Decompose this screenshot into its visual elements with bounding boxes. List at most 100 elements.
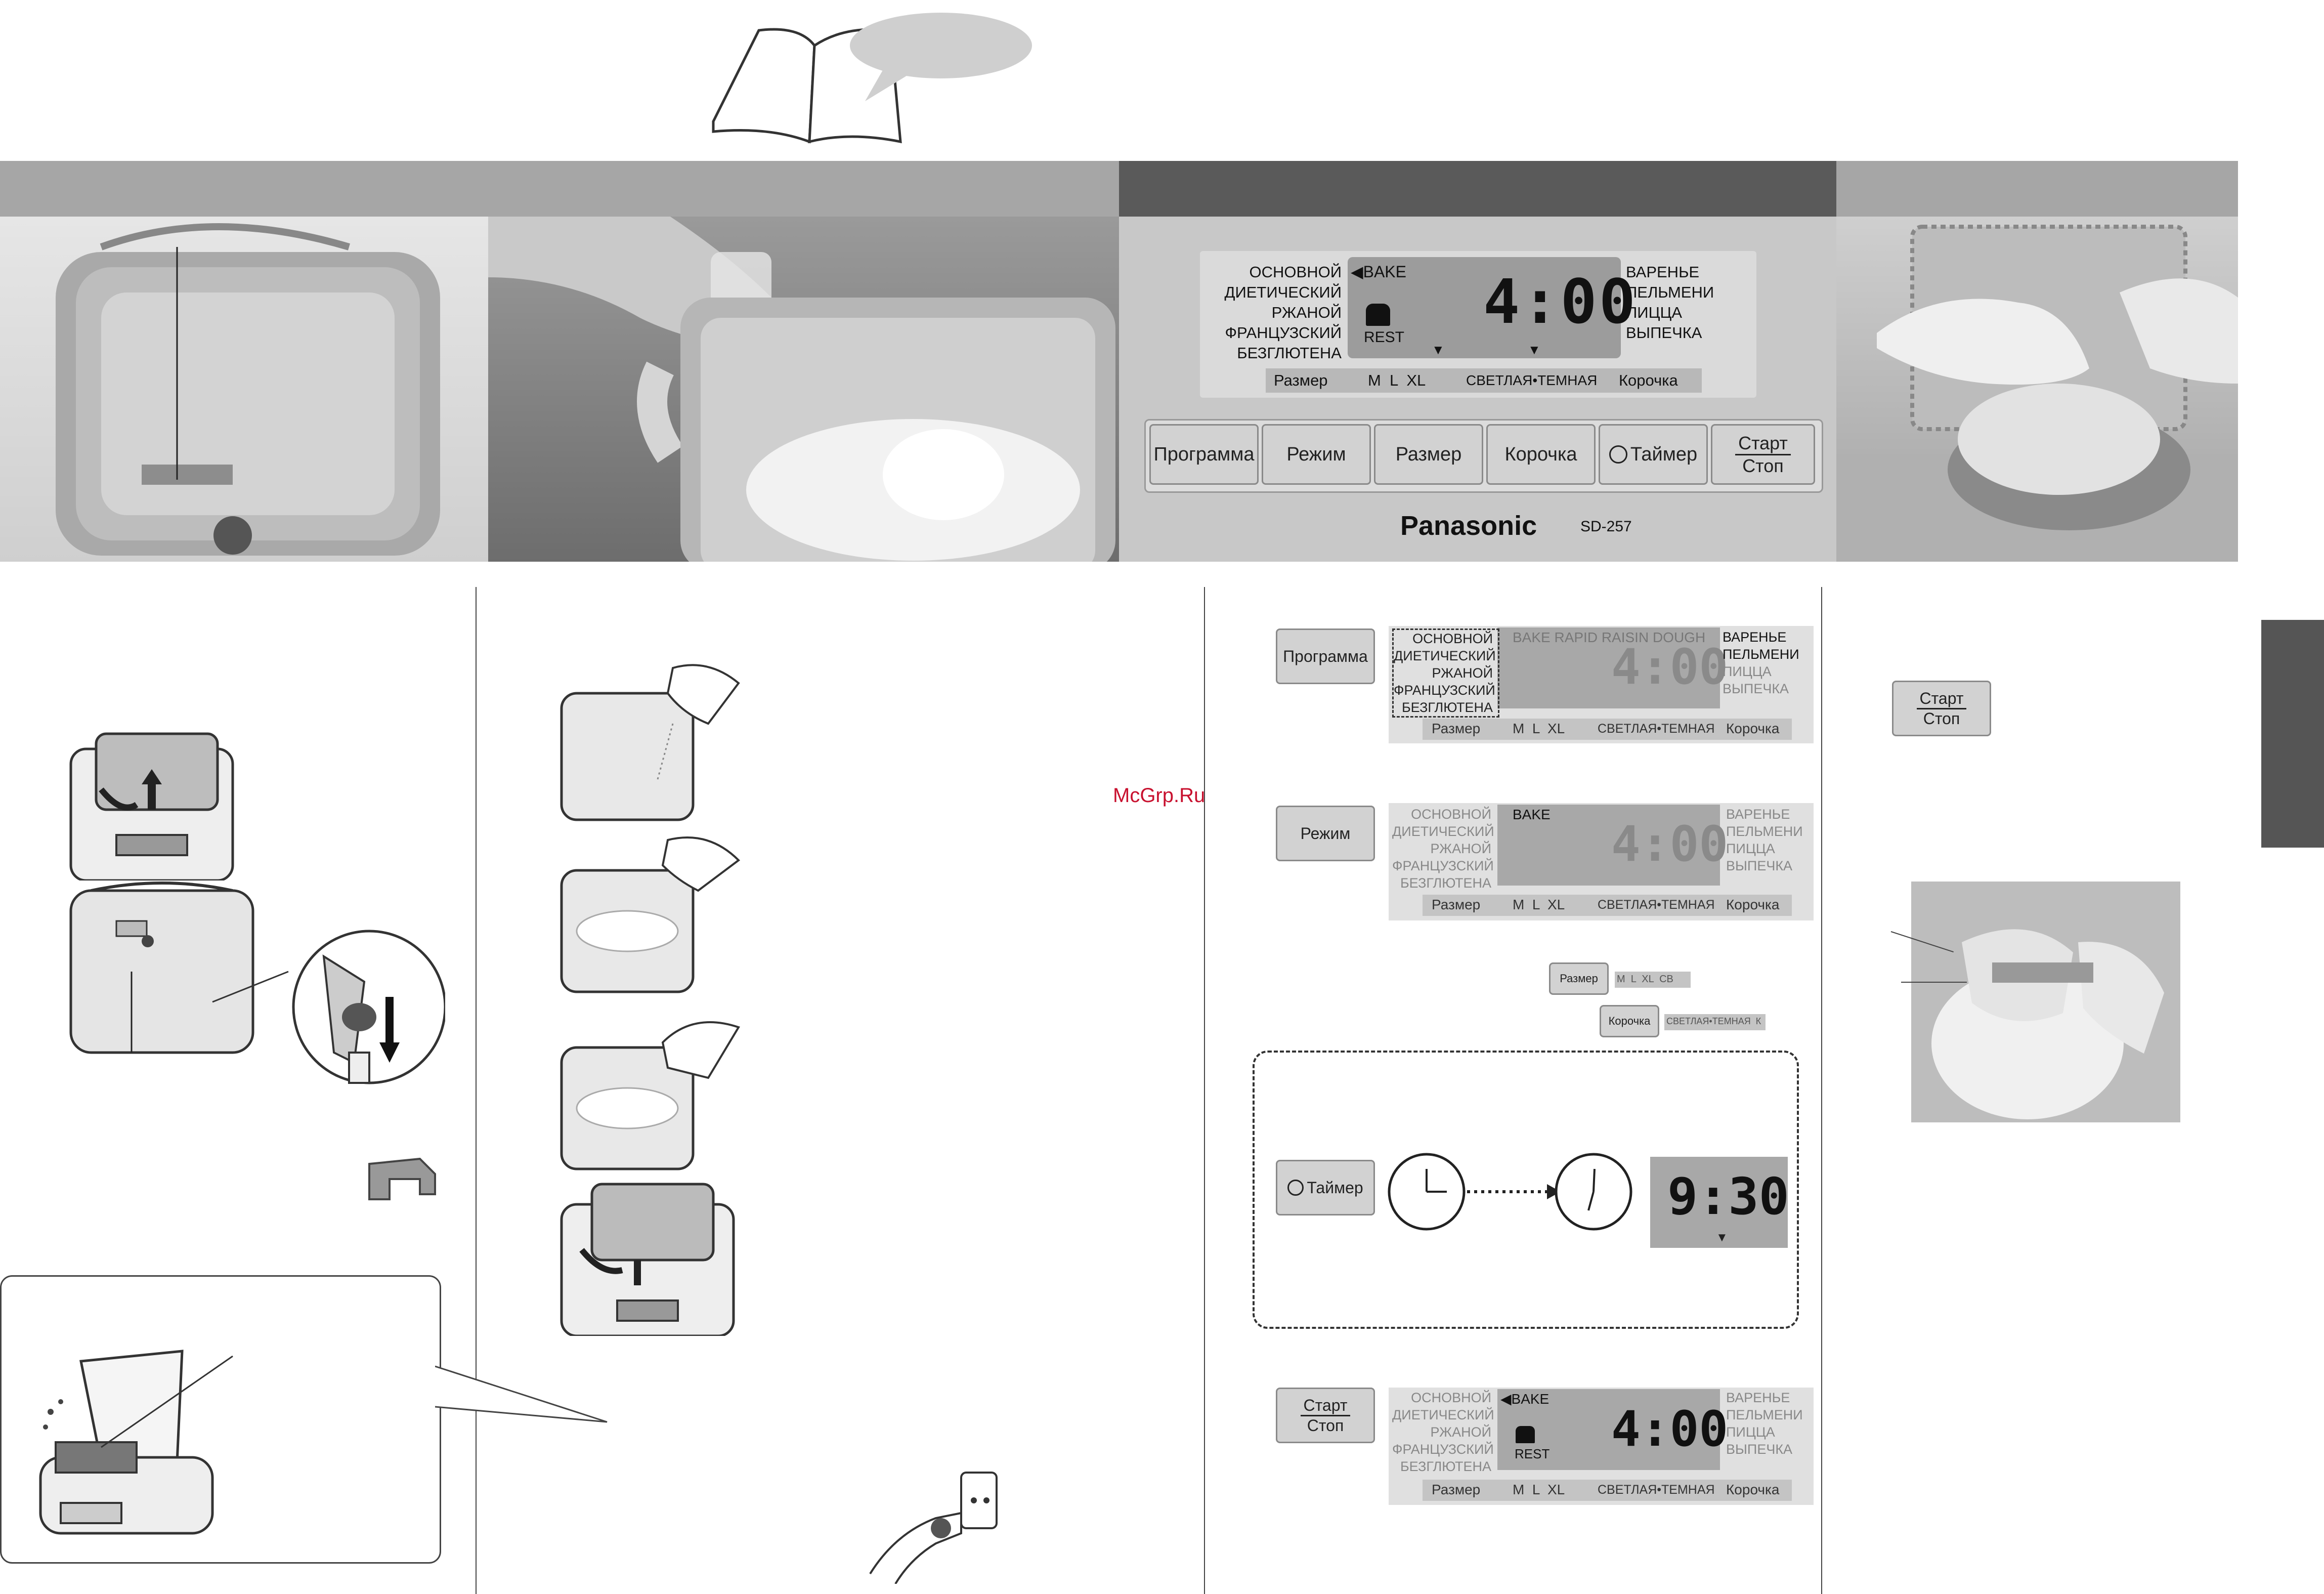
- mini-size-button[interactable]: Размер: [1549, 962, 1609, 995]
- stop-label: Стоп: [1742, 455, 1784, 476]
- lcd-time: 4:00: [1483, 267, 1638, 338]
- step-start-button[interactable]: Старт Стоп: [1276, 1388, 1375, 1443]
- lcd-mode-label: ◀BAKE: [1351, 263, 1406, 281]
- step-mode-bar-sizes: M L XL: [1513, 897, 1565, 912]
- lcd-rest-label: REST: [1364, 329, 1405, 346]
- step-mode-lcd-screen: [1497, 805, 1720, 886]
- step-mode-bar-crust: Корочка: [1726, 897, 1780, 912]
- step-start-bar-crust: Корочка: [1726, 1482, 1780, 1497]
- mini-size-values: M L XL СВ: [1617, 974, 1673, 985]
- step-program-lcd-bar: [1423, 719, 1792, 740]
- section-band-1: [0, 161, 1119, 217]
- step-program-list: ОСНОВНОЙ ДИЕТИЧЕСКИЙ РЖАНОЙ ФРАНЦУЗСКИЙ …: [1392, 628, 1499, 718]
- section-side-tab: [2261, 620, 2324, 848]
- step-program-modes: BAKE RAPID RAISIN DOUGH: [1513, 630, 1706, 645]
- step-start-rest: REST: [1515, 1446, 1550, 1461]
- program-button[interactable]: Программа: [1149, 424, 1259, 485]
- timer-time: 9:30: [1667, 1167, 1789, 1226]
- lcd-crust-label: Корочка: [1619, 371, 1678, 389]
- step-mode-program-list: ОСНОВНОЙ ДИЕТИЧЕСКИЙ РЖАНОЙ ФРАНЦУЗСКИЙ …: [1392, 807, 1494, 891]
- step-start-lcd-bar: [1423, 1480, 1792, 1501]
- callout-box: [0, 1275, 441, 1564]
- col4-start-label: Старт: [1916, 689, 1967, 709]
- bread-icon: [1366, 304, 1390, 326]
- step-start-bar-sizes: M L XL: [1513, 1482, 1565, 1497]
- photo-pouring-water: [488, 217, 1119, 562]
- mini-crust-button[interactable]: Корочка: [1600, 1005, 1659, 1037]
- step-program-button[interactable]: Программа: [1276, 628, 1375, 684]
- watermark: McGrp.Ru: [1113, 784, 1206, 807]
- step-program-bar-size: Размер: [1432, 721, 1481, 736]
- illustration-add-water: [560, 1021, 740, 1170]
- section-band-2: [1119, 161, 1836, 217]
- mini-crust-bar: [1664, 1014, 1766, 1030]
- illustration-plug-in: [869, 1472, 998, 1584]
- step-start-label: Старт: [1300, 1396, 1351, 1416]
- lcd-arrow-1: ▼: [1432, 342, 1445, 357]
- photo-oven-mitts: [1911, 882, 2180, 1122]
- lcd-crust-scale: СВЕТЛАЯ•ТЕМНАЯ: [1466, 372, 1598, 388]
- column-divider-1: [476, 587, 477, 1594]
- mitt-pointer-line-2: [1901, 982, 1967, 983]
- start-label: Старт: [1735, 433, 1791, 455]
- column-divider-2: [1204, 587, 1205, 1594]
- callout-pointer: [435, 1365, 608, 1423]
- illustration-insert-pan: [69, 732, 234, 880]
- step-program-right-list: ВАРЕНЬЕ ПЕЛЬМЕНИ ПИЦЦА ВЫПЕЧКА: [1723, 630, 1799, 696]
- step-timer-label: Таймер: [1307, 1178, 1363, 1197]
- clock-sequence-icon: [1388, 1153, 1632, 1231]
- step-mode-bar-size: Размер: [1432, 897, 1481, 912]
- lcd-size-label: Размер: [1274, 371, 1328, 389]
- illustration-attach-kneading-blade: [69, 882, 445, 1084]
- timer-arrow: ▼: [1716, 1231, 1728, 1244]
- step-start-time: 4:00: [1611, 1401, 1729, 1457]
- mode-button[interactable]: Режим: [1262, 424, 1371, 485]
- step-mode-lcd-bar: [1423, 895, 1792, 916]
- col4-stop-label: Стоп: [1923, 709, 1960, 728]
- step-stop-label: Стоп: [1307, 1416, 1344, 1435]
- lcd-bottom-bar: [1266, 368, 1702, 393]
- step-program-bar-crust-scale: СВЕТЛАЯ•ТЕМНАЯ: [1598, 722, 1715, 736]
- lcd-arrow-2: ▼: [1528, 342, 1541, 357]
- timer-box: [1253, 1051, 1799, 1329]
- section-band-3: [1836, 161, 2238, 217]
- timer-lcd: [1650, 1157, 1788, 1248]
- step-mode-button[interactable]: Режим: [1276, 806, 1375, 861]
- step-mode-time: 4:00: [1611, 816, 1729, 872]
- step-start-bread-icon: [1516, 1426, 1535, 1443]
- manual-book-icon: [712, 13, 1032, 144]
- step-start-program-list: ОСНОВНОЙ ДИЕТИЧЕСКИЙ РЖАНОЙ ФРАНЦУЗСКИЙ …: [1392, 1390, 1494, 1474]
- col4-start-stop-button[interactable]: Старт Стоп: [1892, 681, 1991, 736]
- step-mode-right-list: ВАРЕНЬЕ ПЕЛЬМЕНИ ПИЦЦА ВЫПЕЧКА: [1726, 807, 1803, 873]
- step-program-lcd-screen: [1497, 627, 1720, 708]
- control-panel: ОСНОВНОЙ ДИЕТИЧЕСКИЙ РЖАНОЙ ФРАНЦУЗСКИЙ …: [1119, 217, 1836, 562]
- timer-button-label: Таймер: [1630, 443, 1698, 465]
- step-start-bar-crust-scale: СВЕТЛАЯ•ТЕМНАЯ: [1598, 1483, 1715, 1497]
- step-program-time: 4:00: [1611, 639, 1729, 695]
- start-stop-button[interactable]: Старт Стоп: [1711, 424, 1815, 485]
- kneading-blade-icon: [368, 1157, 436, 1200]
- illustration-insert-filled-pan: [560, 1183, 735, 1336]
- crust-button[interactable]: Корочка: [1486, 424, 1596, 485]
- timer-clock-icon: [1287, 1180, 1304, 1196]
- step-program-bar-sizes: M L XL: [1513, 721, 1565, 736]
- timer-button[interactable]: Таймер: [1599, 424, 1708, 485]
- step-start-mode: ◀BAKE: [1500, 1391, 1550, 1407]
- model-number: SD-257: [1580, 518, 1632, 535]
- illustration-open-lid: [39, 1350, 233, 1535]
- lcd-program-list-left: ОСНОВНОЙ ДИЕТИЧЕСКИЙ РЖАНОЙ ФРАНЦУЗСКИЙ …: [1224, 263, 1342, 362]
- photo-removing-bread: [1836, 217, 2238, 562]
- step-timer-button[interactable]: Таймер: [1276, 1160, 1375, 1215]
- photo-bread-pan: [0, 217, 488, 562]
- step-start-bar-size: Размер: [1432, 1482, 1481, 1497]
- size-button[interactable]: Размер: [1374, 424, 1483, 485]
- step-start-right-list: ВАРЕНЬЕ ПЕЛЬМЕНИ ПИЦЦА ВЫПЕЧКА: [1726, 1390, 1803, 1457]
- clock-icon: [1609, 445, 1627, 464]
- step-mode-selected: BAKE: [1513, 807, 1551, 822]
- lcd-program-list-right: ВАРЕНЬЕ ПЕЛЬМЕНИ ПИЦЦА ВЫПЕЧКА: [1626, 263, 1714, 342]
- mini-crust-values: СВЕТЛАЯ•ТЕМНАЯ К: [1666, 1016, 1761, 1026]
- lcd-screen: [1348, 257, 1621, 358]
- illustration-add-flour: [560, 836, 741, 993]
- lcd-sizes: M L XL: [1368, 371, 1426, 389]
- brand-logo: Panasonic: [1400, 511, 1537, 541]
